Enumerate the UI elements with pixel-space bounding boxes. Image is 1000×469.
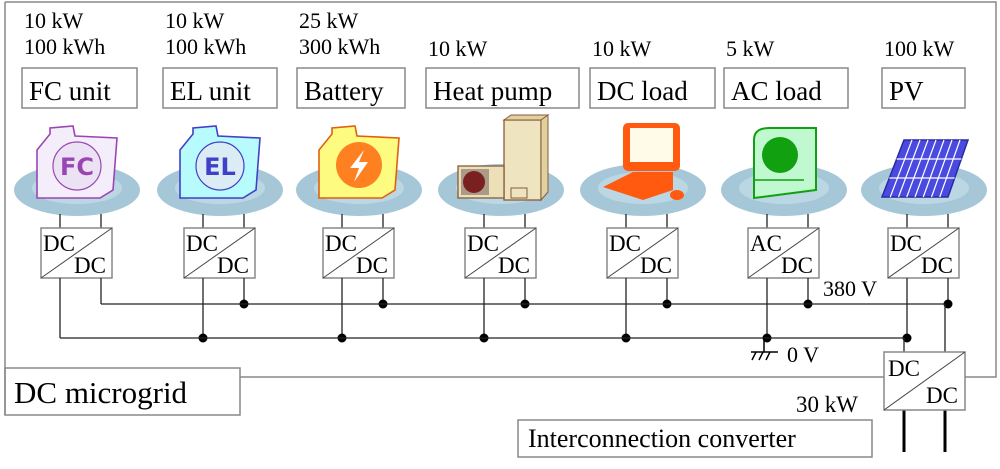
washing-machine-icon: [753, 127, 817, 200]
interconnection-label-box: [517, 419, 873, 458]
converter-input-label: DC: [467, 231, 499, 256]
unit-label: Heat pump: [433, 76, 552, 106]
unit-label: DC load: [597, 76, 688, 106]
computer-icon: [603, 123, 684, 200]
junction-dot: [943, 299, 953, 309]
unit-rating: 10 kW: [592, 36, 652, 61]
converter-input-label: DC: [43, 231, 75, 256]
converter-output-label: DC: [217, 253, 249, 278]
unit-label: Battery: [304, 76, 384, 106]
interconnection-label: Interconnection converter: [528, 424, 796, 453]
converter-input-label: DC: [186, 231, 218, 256]
battery-icon: [318, 125, 400, 199]
unit-label-box: [21, 67, 138, 109]
unit-label-box: [589, 67, 716, 109]
unit-label-box: [425, 67, 580, 109]
bus-380v-label: 380 V: [823, 276, 877, 301]
converter-input-label: DC: [888, 356, 920, 381]
heat-pump-icon: [457, 114, 550, 202]
converter-output-label: DC: [498, 253, 530, 278]
unit-rating: 10 kW: [428, 36, 488, 61]
converter-output-label: DC: [640, 253, 672, 278]
unit-label: EL unit: [170, 76, 251, 106]
unit-rating: 300 kWh: [299, 34, 380, 59]
converter-output-label: DC: [926, 383, 958, 408]
microgrid-border: [5, 1, 997, 378]
converter-output-label: DC: [781, 253, 813, 278]
converter-input-label: DC: [325, 231, 357, 256]
converter-input-label: DC: [609, 231, 641, 256]
unit-label: FC unit: [29, 76, 111, 106]
microgrid-title: DC microgrid: [14, 375, 188, 410]
electrolyzer-icon: EL: [179, 125, 261, 199]
unit-rating: 25 kW: [299, 8, 359, 33]
unit-rating: 100 kWh: [24, 34, 105, 59]
converter-input-label: AC: [750, 231, 782, 256]
unit-label-box: [723, 67, 849, 109]
converter-input-label: DC: [890, 231, 922, 256]
unit-rating: 10 kW: [165, 8, 225, 33]
microgrid-label-box: [4, 367, 241, 416]
unit-label-box: [162, 67, 278, 109]
unit-rating: 5 kW: [726, 36, 775, 61]
unit-label: AC load: [731, 76, 822, 106]
solar-panel-icon: [880, 139, 970, 198]
icon-text: EL: [204, 153, 236, 181]
junction-dot: [902, 333, 912, 343]
unit-label-box: [881, 67, 966, 109]
ground-icon: [751, 338, 778, 361]
interconnection-converter: DC DC: [883, 351, 966, 411]
unit-rating: 100 kWh: [165, 34, 246, 59]
unit-rating: 100 kW: [884, 36, 955, 61]
unit-label-box: [296, 67, 406, 109]
unit-label: PV: [889, 76, 924, 106]
converter-output-label: DC: [74, 253, 106, 278]
converter-output-label: DC: [921, 253, 953, 278]
fuel-cell-icon: FC: [36, 125, 118, 199]
bus-0v-label: 0 V: [787, 342, 819, 367]
converter-output-label: DC: [356, 253, 388, 278]
unit-rating: 10 kW: [24, 8, 84, 33]
interconnection-rating: 30 kW: [796, 392, 858, 417]
icon-text: FC: [60, 153, 94, 181]
